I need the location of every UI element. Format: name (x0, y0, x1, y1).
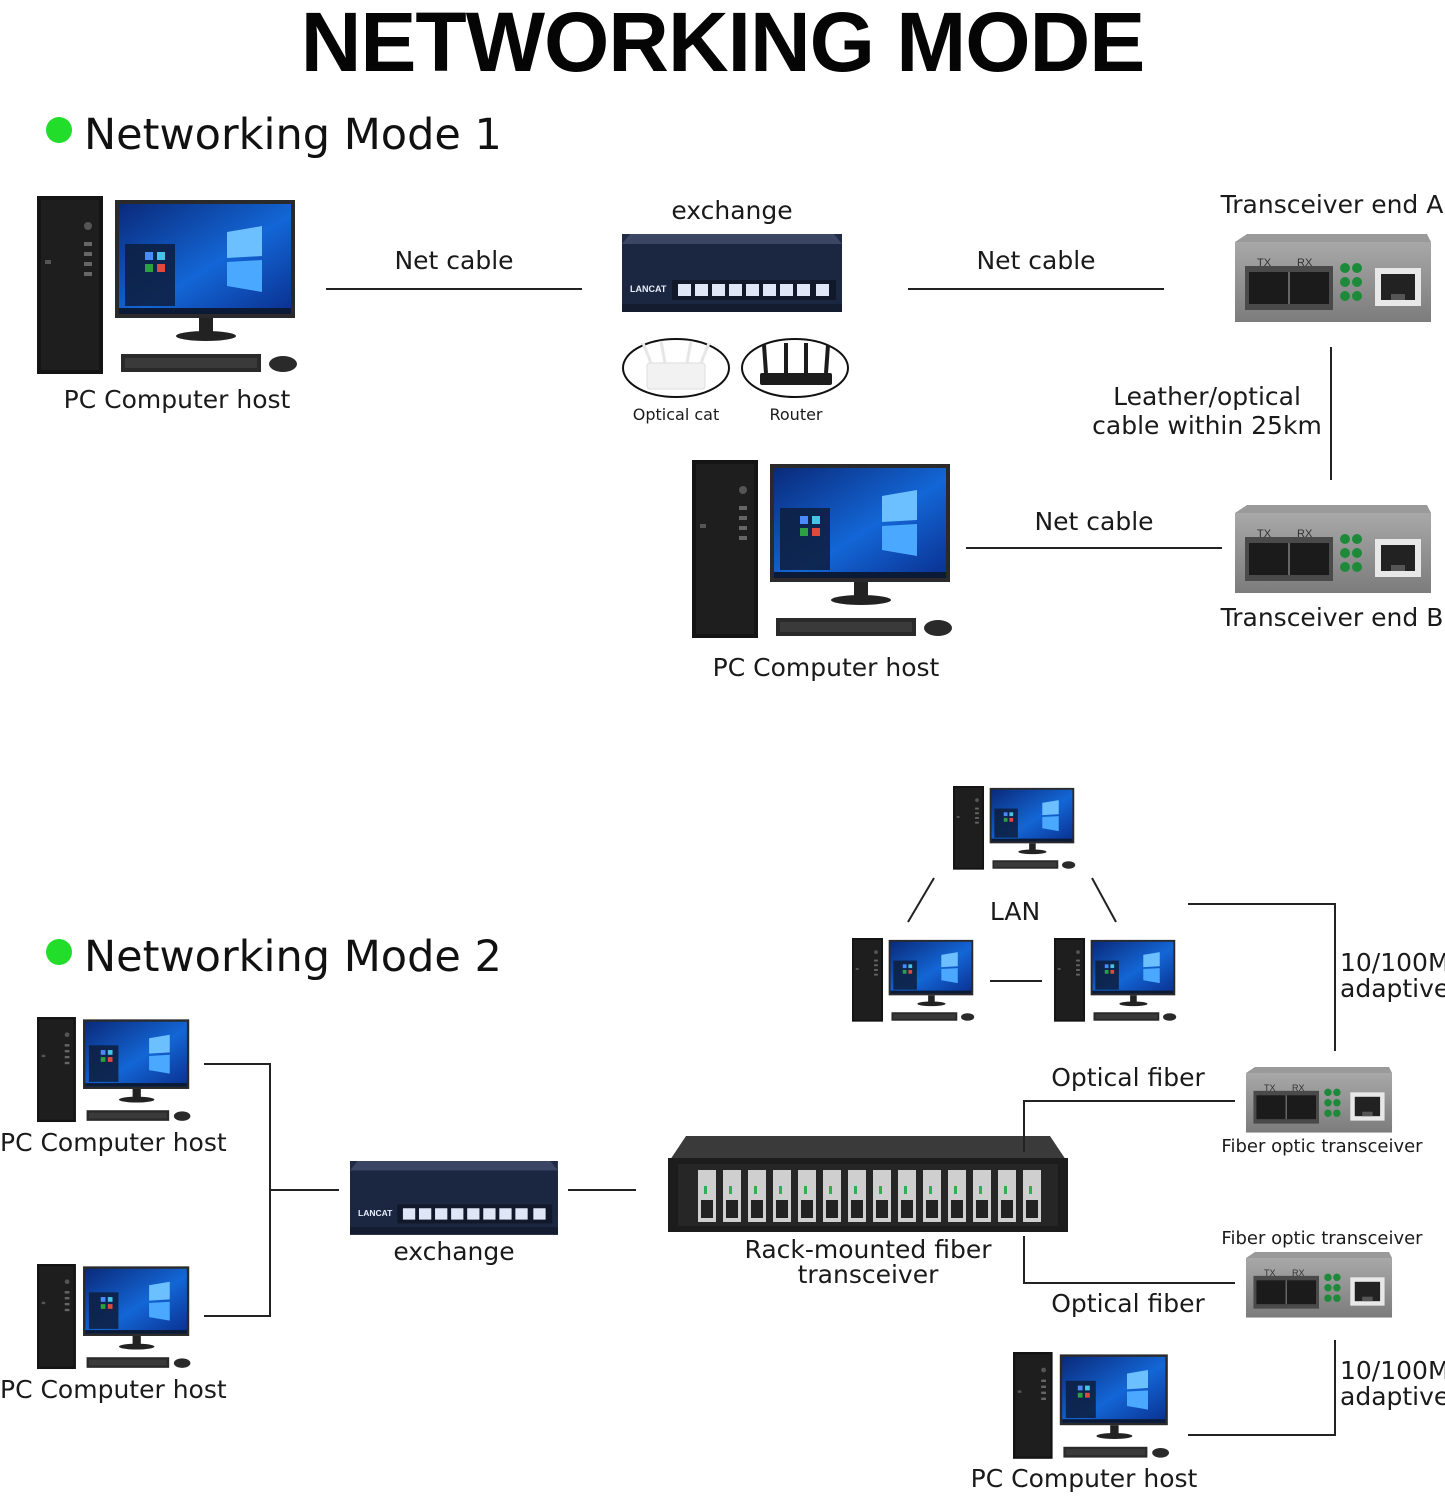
cable-line (568, 1189, 636, 1191)
switch-brand: LANCAT (630, 284, 667, 294)
router-icon (741, 338, 849, 398)
page-title: NETWORKING MODE (300, 0, 1146, 89)
mode2-rack-label-line2: transceiver (797, 1260, 939, 1289)
mode1-fiber-note-line1: Leather/optical (1113, 382, 1301, 411)
fiber-transceiver-icon: TX RX (1245, 1251, 1393, 1319)
mode1-transceiver-a-label: Transceiver end A (1220, 190, 1444, 219)
mode1-exchange-label: exchange (671, 196, 793, 225)
cable-line (966, 547, 1222, 549)
rx-label: RX (1297, 528, 1313, 540)
mode1-net-cable-right: Net cable (976, 246, 1096, 275)
mode1-net-cable-bottom: Net cable (1034, 507, 1154, 536)
pc-computer-icon (692, 460, 952, 638)
mode2-fiber-transceiver-top-label: Fiber optic transceiver (1221, 1136, 1423, 1157)
pc-computer-icon (1013, 1352, 1169, 1459)
green-bullet-icon (46, 939, 72, 965)
network-switch-icon: LANCAT (622, 234, 842, 312)
cable-line (1188, 1434, 1336, 1436)
lan-line (990, 980, 1042, 982)
optical-cat-icon (622, 338, 730, 398)
fiber-line (1330, 347, 1332, 480)
mode1-transceiver-b-label: Transceiver end B (1220, 603, 1444, 632)
mode1-optical-cat-label: Optical cat (632, 405, 720, 424)
rack-mounted-transceiver-icon (668, 1136, 1068, 1232)
mode2-adaptive-top-line2: adaptive (1340, 974, 1445, 1003)
fiber-transceiver-icon: TX RX (1234, 504, 1432, 594)
fiber-line (1023, 1100, 1025, 1152)
cable-line (204, 1063, 271, 1065)
rx-label: RX (1297, 257, 1313, 269)
fiber-line (1023, 1236, 1025, 1284)
cable-line (326, 288, 582, 290)
mode2-adaptive-top-line1: 10/100M (1340, 948, 1445, 977)
mode2-pc-bottom-label: PC Computer host (970, 1464, 1198, 1493)
rx-label: RX (1292, 1083, 1305, 1093)
mode2-heading-text: Networking Mode 2 (84, 932, 502, 982)
tx-label: TX (1264, 1268, 1276, 1278)
mode1-pc-bottom-label: PC Computer host (712, 653, 940, 682)
pc-computer-icon (37, 196, 297, 374)
cable-line (269, 1063, 271, 1317)
mode1-router-label: Router (769, 405, 823, 424)
rx-label: RX (1292, 1268, 1305, 1278)
fiber-line (1023, 1100, 1235, 1102)
mode2-adaptive-bottom-line1: 10/100M (1340, 1356, 1445, 1385)
network-switch-icon: LANCAT (350, 1161, 558, 1235)
cable-line (908, 288, 1164, 290)
mode2-rack-label-line1: Rack-mounted fiber (744, 1235, 992, 1264)
mode1-fiber-note: Leather/optical cable within 25km (1090, 382, 1324, 440)
pc-computer-icon (37, 1017, 191, 1123)
fiber-transceiver-icon: TX RX (1245, 1066, 1393, 1134)
mode2-adaptive-bottom: 10/100M adaptive (1340, 1358, 1445, 1410)
mode2-exchange-label: exchange (393, 1237, 515, 1266)
lan-connection-lines (907, 877, 1117, 923)
mode2-lan-label: LAN (989, 897, 1041, 926)
switch-brand: LANCAT (358, 1208, 393, 1218)
cable-line (271, 1189, 339, 1191)
cable-line (1334, 1340, 1336, 1436)
mode2-optical-fiber-bottom: Optical fiber (1051, 1289, 1205, 1318)
pc-computer-icon (37, 1264, 191, 1370)
mode2-pc-upper-left-label: PC Computer host (0, 1128, 227, 1157)
mode1-fiber-note-line2: cable within 25km (1092, 411, 1322, 440)
mode1-heading: Networking Mode 1 (46, 110, 502, 160)
mode1-heading-text: Networking Mode 1 (84, 110, 502, 160)
mode2-optical-fiber-top: Optical fiber (1051, 1063, 1205, 1092)
cable-line (204, 1315, 271, 1317)
tx-label: TX (1264, 1083, 1276, 1093)
mode2-heading: Networking Mode 2 (46, 932, 502, 982)
fiber-line (1023, 1282, 1235, 1284)
mode2-adaptive-top: 10/100M adaptive (1340, 950, 1445, 1002)
pc-computer-icon (953, 786, 1076, 870)
mode2-fiber-transceiver-bottom-label: Fiber optic transceiver (1221, 1228, 1423, 1249)
mode1-pc-top-label: PC Computer host (63, 385, 291, 414)
fiber-transceiver-icon: TX RX (1234, 233, 1432, 323)
green-bullet-icon (46, 117, 72, 143)
tx-label: TX (1257, 528, 1272, 540)
mode2-pc-lower-left-label: PC Computer host (0, 1375, 227, 1404)
mode2-rack-label: Rack-mounted fiber transceiver (718, 1237, 1018, 1287)
tx-label: TX (1257, 257, 1272, 269)
cable-line (1188, 903, 1336, 905)
mode2-adaptive-bottom-line2: adaptive (1340, 1382, 1445, 1411)
mode1-net-cable-left: Net cable (394, 246, 514, 275)
cable-line (1334, 903, 1336, 1051)
